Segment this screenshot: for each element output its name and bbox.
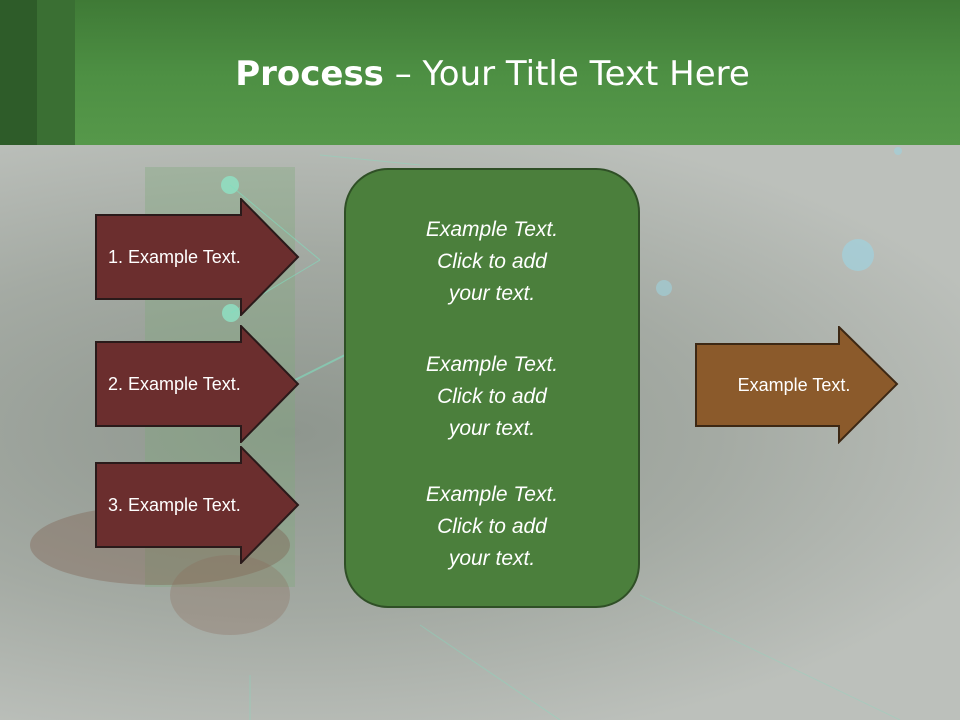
- center-line: Click to add: [437, 250, 547, 273]
- header-band: [0, 0, 960, 145]
- left-arrow-1[interactable]: 1. Example Text.: [95, 198, 300, 316]
- arrow-shape: [695, 326, 899, 444]
- left-arrow-label: 2. Example Text.: [108, 373, 241, 394]
- center-text-box[interactable]: Example Text. Click to add your text. Ex…: [344, 168, 640, 608]
- title-rest: – Your Title Text Here: [383, 54, 750, 94]
- left-arrow-label: 3. Example Text.: [108, 494, 241, 515]
- center-text-item-2[interactable]: Example Text. Click to add your text.: [346, 349, 638, 445]
- arrow-shape: [95, 446, 300, 564]
- left-arrow-label: 1. Example Text.: [108, 246, 241, 267]
- right-arrow-label: Example Text.: [737, 374, 851, 395]
- right-arrow[interactable]: Example Text.: [695, 326, 900, 444]
- arrow-shape: [95, 325, 300, 443]
- title-bold: Process: [235, 54, 384, 94]
- header-accent-strip: [0, 0, 37, 145]
- center-line: Example Text.: [425, 218, 559, 241]
- center-line: your text.: [448, 547, 536, 570]
- center-line: your text.: [448, 417, 536, 440]
- header-accent-strip-2: [37, 0, 75, 145]
- center-line: Example Text.: [425, 483, 559, 506]
- center-line: Example Text.: [425, 353, 559, 376]
- slide-title[interactable]: Process – Your Title Text Here: [0, 52, 960, 96]
- left-arrow-3[interactable]: 3. Example Text.: [95, 446, 300, 564]
- center-text-item-1[interactable]: Example Text. Click to add your text.: [346, 214, 638, 310]
- left-arrow-2[interactable]: 2. Example Text.: [95, 325, 300, 443]
- center-line: Click to add: [437, 515, 547, 538]
- arrow-shape: [95, 198, 300, 316]
- center-line: your text.: [448, 282, 536, 305]
- center-line: Click to add: [437, 385, 547, 408]
- center-text-item-3[interactable]: Example Text. Click to add your text.: [346, 479, 638, 575]
